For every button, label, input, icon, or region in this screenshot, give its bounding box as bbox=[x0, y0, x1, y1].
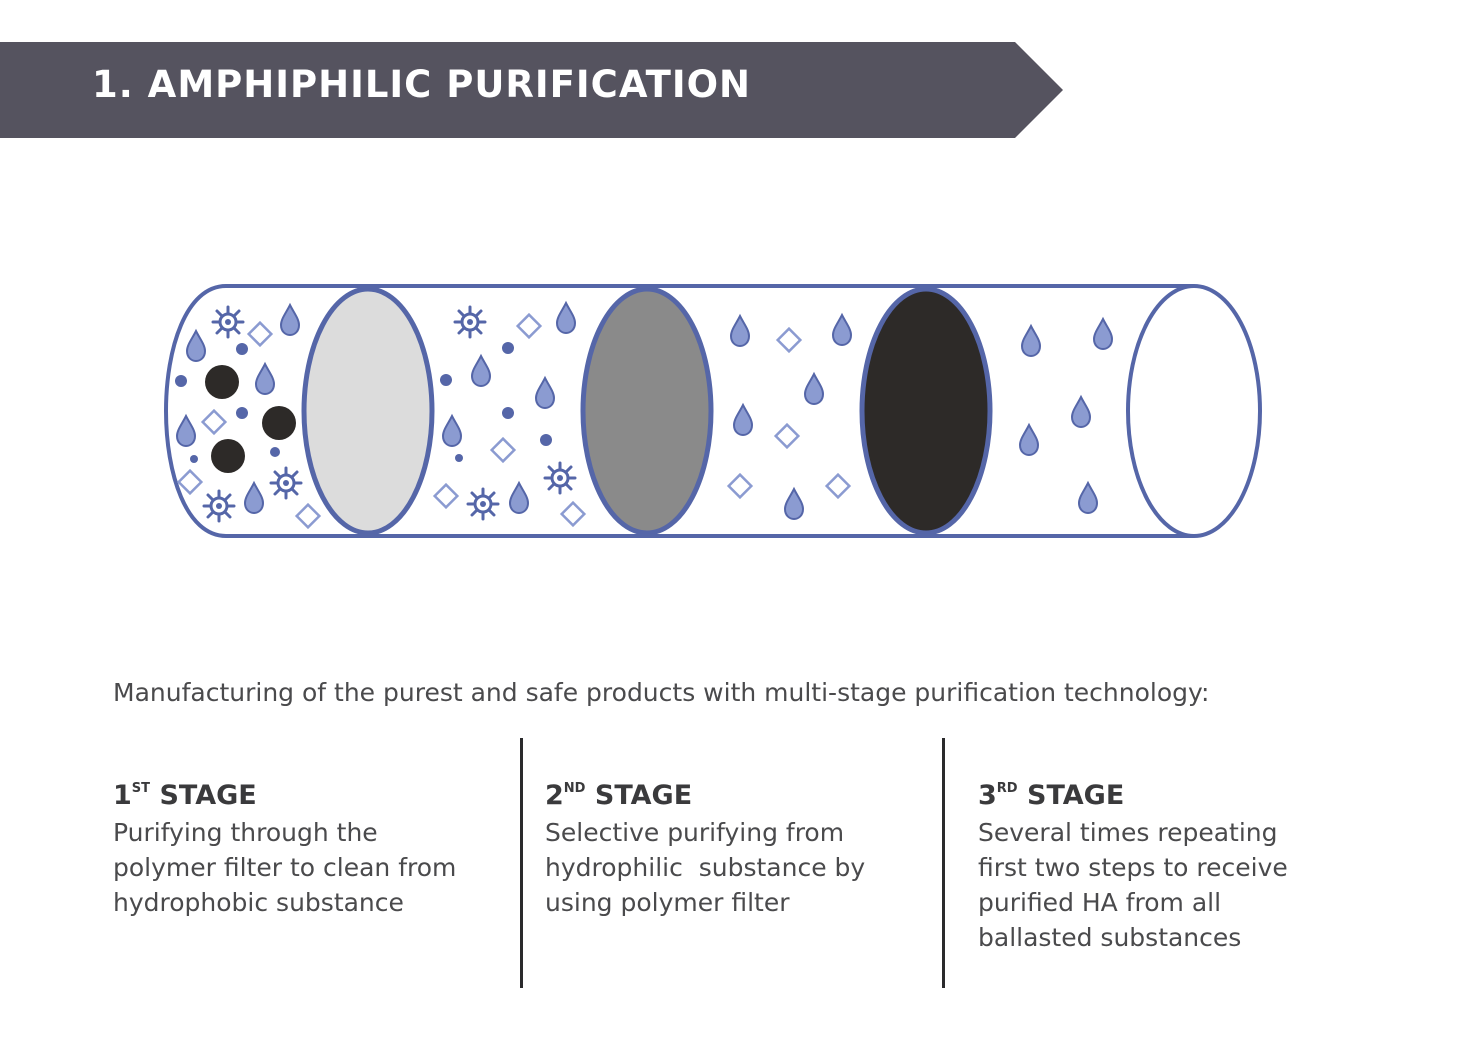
stage-ordinal-suffix: RD bbox=[996, 781, 1018, 796]
drop-icon bbox=[733, 404, 753, 436]
stage-description-line: first two steps to receive bbox=[978, 853, 1288, 882]
drop-icon bbox=[509, 482, 529, 514]
medium-filter bbox=[580, 286, 714, 536]
dark-filter bbox=[859, 286, 993, 536]
drop-icon bbox=[280, 304, 300, 336]
purification-tube bbox=[164, 284, 1262, 538]
stage-description-line: purified HA from all bbox=[978, 888, 1222, 917]
stage-ordinal-suffix: ST bbox=[131, 781, 151, 796]
drop-icon bbox=[244, 482, 264, 514]
stage-description-line: ballasted substances bbox=[978, 923, 1242, 952]
dot-icon bbox=[455, 454, 463, 462]
stage-title: 3RD STAGE bbox=[978, 770, 1368, 815]
drop-icon bbox=[784, 488, 804, 520]
dot-icon bbox=[440, 374, 452, 386]
virus-icon bbox=[466, 487, 500, 521]
stage-description-line: Selective purifying from bbox=[545, 818, 845, 847]
drop-icon bbox=[730, 315, 750, 347]
stage-3: 3RD STAGE Several times repeating first … bbox=[978, 770, 1368, 955]
diamond-icon bbox=[201, 409, 227, 435]
diamond-icon bbox=[825, 473, 851, 499]
drop-icon bbox=[1021, 325, 1041, 357]
diamond-icon bbox=[776, 327, 802, 353]
diamond-icon bbox=[516, 313, 542, 339]
drop-icon bbox=[804, 373, 824, 405]
stage-ordinal-suffix: ND bbox=[563, 781, 586, 796]
virus-icon bbox=[269, 466, 303, 500]
dot-icon bbox=[540, 434, 552, 446]
stage-description-line: polymer filter to clean from bbox=[113, 853, 457, 882]
stage-description: Several times repeating first two steps … bbox=[978, 815, 1368, 955]
stage-label: STAGE bbox=[159, 780, 257, 811]
section-3-particles bbox=[727, 314, 852, 520]
drop-icon bbox=[176, 415, 196, 447]
section-1-particles bbox=[175, 304, 321, 529]
dot-icon bbox=[236, 343, 248, 355]
dot-icon bbox=[236, 407, 248, 419]
dot-icon bbox=[175, 375, 187, 387]
diamond-icon bbox=[177, 469, 203, 495]
drop-icon bbox=[535, 377, 555, 409]
drop-icon bbox=[442, 415, 462, 447]
stage-1: 1ST STAGE Purifying through the polymer … bbox=[113, 770, 503, 920]
virus-icon bbox=[543, 461, 577, 495]
stage-label: STAGE bbox=[594, 780, 693, 811]
drop-icon bbox=[1019, 424, 1039, 456]
section-banner: 1. AMPHIPHILIC PURIFICATION bbox=[0, 42, 1065, 138]
column-divider bbox=[520, 738, 523, 988]
dot-icon bbox=[190, 455, 198, 463]
section-4-particles bbox=[1019, 318, 1113, 514]
intro-text: Manufacturing of the purest and safe pro… bbox=[113, 678, 1210, 707]
virus-icon bbox=[202, 489, 236, 523]
diamond-icon bbox=[295, 503, 321, 529]
stage-description-line: Several times repeating bbox=[978, 818, 1278, 847]
dot-icon bbox=[270, 447, 280, 457]
tube-left-end bbox=[164, 284, 227, 538]
diamond-icon bbox=[247, 321, 273, 347]
stage-number: 1 bbox=[113, 780, 132, 811]
purification-diagram bbox=[136, 256, 1276, 560]
column-divider bbox=[942, 738, 945, 988]
stage-description-line: using polymer filter bbox=[545, 888, 790, 917]
drop-icon bbox=[1071, 396, 1091, 428]
diamond-icon bbox=[490, 437, 516, 463]
stage-label: STAGE bbox=[1027, 780, 1125, 811]
drop-icon bbox=[471, 355, 491, 387]
stage-description-line: Purifying through the bbox=[113, 818, 378, 847]
stage-title: 2ND STAGE bbox=[545, 770, 935, 815]
light-filter bbox=[301, 286, 435, 536]
black-ball-icon bbox=[262, 406, 296, 440]
drop-icon bbox=[255, 363, 275, 395]
drop-icon bbox=[832, 314, 852, 346]
black-ball-icon bbox=[211, 439, 245, 473]
dot-icon bbox=[502, 407, 514, 419]
dot-icon bbox=[502, 342, 514, 354]
stage-description: Purifying through the polymer filter to … bbox=[113, 815, 503, 920]
section-title: 1. AMPHIPHILIC PURIFICATION bbox=[92, 63, 752, 106]
diamond-icon bbox=[560, 501, 586, 527]
drop-icon bbox=[1093, 318, 1113, 350]
section-2-particles bbox=[433, 302, 586, 527]
virus-icon bbox=[453, 305, 487, 339]
stage-2: 2ND STAGE Selective purifying from hydro… bbox=[545, 770, 935, 920]
drop-icon bbox=[1078, 482, 1098, 514]
black-ball-icon bbox=[205, 365, 239, 399]
diamond-icon bbox=[433, 483, 459, 509]
diamond-icon bbox=[774, 423, 800, 449]
stage-description: Selective purifying from hydrophilic sub… bbox=[545, 815, 935, 920]
banner-arrow-shape bbox=[0, 42, 1063, 138]
stage-title: 1ST STAGE bbox=[113, 770, 503, 815]
diamond-icon bbox=[727, 473, 753, 499]
stage-number: 3 bbox=[978, 780, 997, 811]
stage-description-line: hydrophobic substance bbox=[113, 888, 404, 917]
drop-icon bbox=[556, 302, 576, 334]
stage-description-line: hydrophilic substance by bbox=[545, 853, 866, 882]
drop-icon bbox=[186, 330, 206, 362]
tube-right-end bbox=[1126, 284, 1262, 538]
virus-icon bbox=[211, 305, 245, 339]
tube-outline bbox=[226, 284, 1194, 538]
stage-number: 2 bbox=[545, 780, 564, 811]
